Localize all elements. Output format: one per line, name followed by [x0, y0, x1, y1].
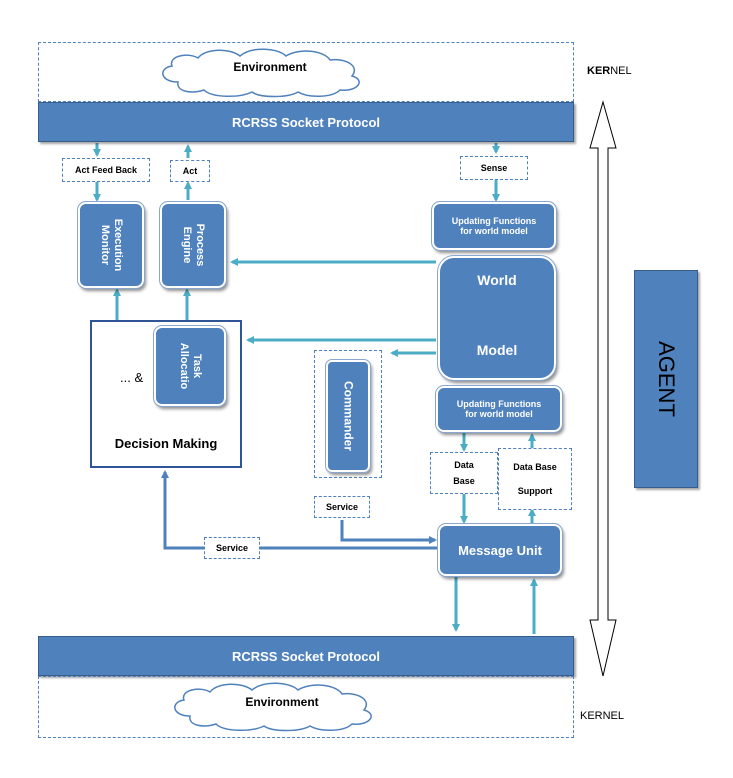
- data-base-label: Data Base: [430, 452, 498, 494]
- data-base-support-line1: Data Base: [513, 462, 557, 472]
- world-model-block: World Model: [437, 255, 557, 381]
- execution-monitor-text: Execution Monitor: [98, 219, 124, 272]
- decision-ellipsis: ... &: [120, 370, 144, 385]
- environment-bottom-region: [38, 676, 574, 738]
- process-engine-line1: Process: [194, 223, 206, 267]
- task-allocation-block: Task Allocatio: [153, 325, 227, 407]
- updating-functions-bottom: Updating Functions for world model: [435, 385, 563, 433]
- commander-region: [314, 350, 382, 478]
- process-engine-block: Process Engine: [159, 201, 227, 289]
- environment-bottom-label: Environment: [245, 695, 319, 709]
- environment-top-label: Environment: [233, 60, 307, 74]
- kernel-bottom-label: KERNEL: [580, 710, 625, 722]
- sense-label: Sense: [460, 156, 528, 180]
- commander-text: Commander: [341, 380, 356, 452]
- updating-top-line1: Updating Functions: [451, 216, 537, 226]
- task-allocation-line1: Task: [191, 353, 203, 379]
- updating-top-line2: for world model: [460, 226, 528, 236]
- cloud-icon: [174, 682, 372, 732]
- service-decision-label: Service: [204, 537, 260, 559]
- data-base-line2: Base: [453, 476, 475, 486]
- cloud-icon: [162, 48, 360, 98]
- kernel-top-bold: KER: [587, 65, 611, 77]
- data-base-support-line2: Support: [517, 486, 553, 496]
- execution-monitor-line2: Monitor: [99, 224, 111, 266]
- execution-monitor-line1: Execution: [112, 218, 124, 272]
- agent-label: AGENT: [654, 341, 679, 417]
- updating-bottom-line2: for world model: [465, 409, 533, 419]
- agent-block: AGENT: [634, 270, 698, 488]
- kernel-top-label: KERNEL: [587, 65, 632, 77]
- data-base-line1: Data: [454, 460, 474, 470]
- kernel-top-rest: NEL: [610, 65, 632, 77]
- arrow-message-to-decision: [161, 470, 440, 550]
- execution-monitor-block: Execution Monitor: [77, 201, 145, 289]
- act-feedback-label: Act Feed Back: [62, 158, 150, 182]
- process-engine-text: Process Engine: [180, 224, 206, 267]
- task-allocation-line2: Allocatio: [178, 342, 190, 390]
- data-base-support-label: Data Base Support: [498, 448, 572, 510]
- protocol-top: RCRSS Socket Protocol: [38, 102, 574, 142]
- world-model-line1: World: [477, 272, 517, 288]
- world-model-line2: Model: [476, 342, 518, 358]
- arrow-commander-to-message: [340, 520, 437, 544]
- agent-double-arrow: [589, 100, 617, 677]
- commander-block: Commander: [325, 359, 371, 473]
- updating-bottom-line1: Updating Functions: [456, 399, 542, 409]
- environment-top-region: [38, 42, 574, 102]
- protocol-bottom: RCRSS Socket Protocol: [38, 636, 574, 676]
- updating-functions-top: Updating Functions for world model: [431, 201, 557, 251]
- act-label: Act: [170, 160, 210, 182]
- process-engine-line2: Engine: [181, 226, 193, 264]
- message-unit-block: Message Unit: [437, 523, 563, 577]
- decision-making-label: Decision Making: [114, 436, 218, 451]
- task-allocation-text: Task Allocatio: [177, 343, 203, 389]
- service-commander-label: Service: [314, 496, 370, 518]
